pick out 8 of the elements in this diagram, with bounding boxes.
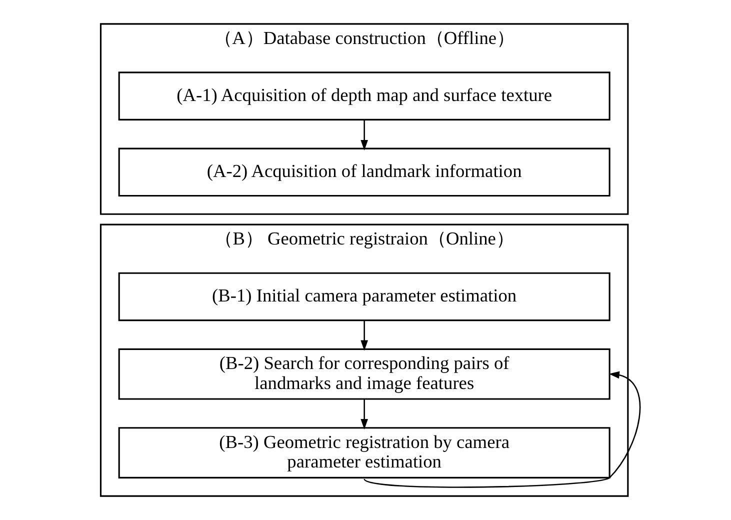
node-box: (B-3) Geometric registration by camera parameter estimation [118,427,610,478]
node-box: (A-1) Acquisition of depth map and surface texture [118,72,610,120]
node-box: (B-1) Initial camera parameter estimation [118,272,610,322]
node-box: (A-2) Acquisition of landmark information [118,148,610,197]
arrow [360,320,368,351]
node-box: (B-2) Search for corresponding pairs of landmarks and image features [118,348,610,400]
arrow [360,120,368,151]
arrow [360,399,368,430]
